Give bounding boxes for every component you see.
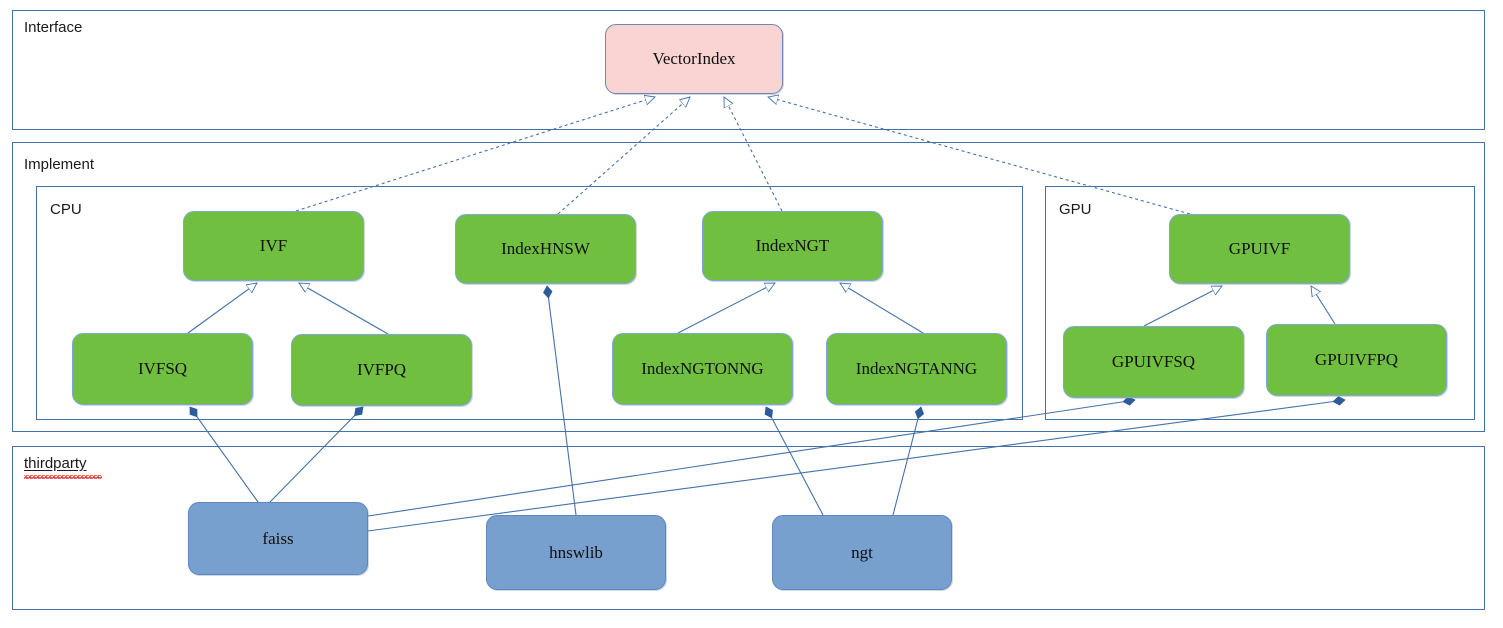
class-node-ivfsq[interactable]: IVFSQ: [72, 333, 253, 405]
class-node-gpuivfsq[interactable]: GPUIVFSQ: [1063, 326, 1244, 398]
class-node-indexngtanng[interactable]: IndexNGTANNG: [826, 333, 1007, 405]
group-label-implement: Implement: [24, 156, 95, 173]
class-node-label: faiss: [262, 528, 294, 548]
class-node-label: hnswlib: [549, 542, 603, 562]
class-node-faiss[interactable]: faiss: [188, 502, 368, 575]
class-node-label: VectorIndex: [652, 49, 736, 68]
class-node-label: IndexNGT: [755, 236, 830, 255]
class-node-ngt[interactable]: ngt: [772, 515, 952, 590]
class-node-gpuivfpq[interactable]: GPUIVFPQ: [1266, 324, 1447, 396]
group-label-gpu: GPU: [1059, 201, 1092, 218]
class-node-indexhnsw[interactable]: IndexHNSW: [455, 214, 636, 284]
class-node-label: GPUIVF: [1228, 239, 1291, 258]
class-node-ivfpq[interactable]: IVFPQ: [291, 334, 472, 406]
class-node-label: IndexNGTONNG: [641, 359, 764, 378]
class-node-label: IndexNGTANNG: [855, 359, 978, 378]
class-node-label: ngt: [851, 542, 873, 562]
class-node-label: IVFPQ: [356, 360, 407, 379]
class-node-ivf[interactable]: IVF: [183, 211, 364, 281]
group-label-interface: Interface: [24, 19, 83, 36]
class-node-indexngt[interactable]: IndexNGT: [702, 211, 883, 281]
class-node-hnswlib[interactable]: hnswlib: [486, 515, 666, 590]
class-node-label: GPUIVFPQ: [1314, 350, 1399, 369]
class-node-vectorindex[interactable]: VectorIndex: [605, 24, 783, 94]
group-label-cpu: CPU: [50, 201, 82, 218]
class-node-indexngtonng[interactable]: IndexNGTONNG: [612, 333, 793, 405]
group-label-thirdparty: thirdparty: [24, 455, 87, 472]
class-node-label: GPUIVFSQ: [1111, 352, 1196, 371]
class-node-gpuivf[interactable]: GPUIVF: [1169, 214, 1350, 284]
class-node-label: IVF: [259, 236, 288, 255]
class-node-label: IVFSQ: [137, 359, 188, 378]
class-node-label: IndexHNSW: [501, 239, 590, 258]
